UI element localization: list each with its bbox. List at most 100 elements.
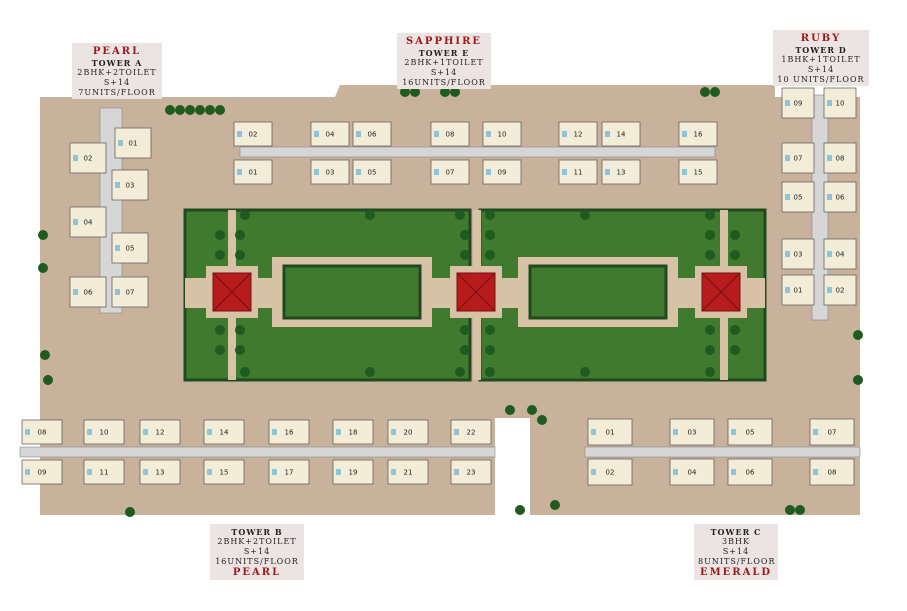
balcony [314,169,319,175]
tree [730,230,740,240]
tree [705,367,715,377]
balcony [785,100,790,106]
tree [43,375,53,385]
tree [485,345,495,355]
balcony [336,469,341,475]
balcony [25,429,30,435]
unit: 02 [823,274,857,306]
unit-number: 12 [574,131,583,139]
unit-number: 04 [836,251,845,259]
tree [785,505,795,515]
unit-number: 04 [84,219,93,227]
tree [38,230,48,240]
tree [853,375,863,385]
unit-number: 18 [349,429,358,437]
tower-c-title: TOWER C [710,527,762,537]
unit: 04 [310,121,350,147]
unit: 07 [781,142,815,174]
unit-number: 05 [746,429,755,437]
tree [580,210,590,220]
balcony [591,429,596,435]
unit-number: 08 [828,469,837,477]
unit: 11 [558,159,598,185]
unit-block [558,159,598,185]
balcony [434,169,439,175]
label-tower-b: TOWER B 2BHK+2TOILET S+14 16UNITS/FLOOR … [210,524,304,580]
balcony [827,155,832,161]
tree [455,367,465,377]
unit-number: 02 [606,469,615,477]
unit: 02 [233,121,273,147]
tree [460,325,470,335]
tree [185,105,195,115]
unit: 23 [450,459,492,485]
unit: 18 [332,419,374,445]
tree [730,250,740,260]
unit-number: 08 [446,131,455,139]
unit-number: 07 [446,169,455,177]
inner-lawn [282,264,422,320]
tree [485,250,495,260]
balcony [562,131,567,137]
unit: 04 [669,458,715,486]
tree [485,325,495,335]
balcony [673,429,678,435]
unit: 09 [781,87,815,119]
unit: 06 [727,458,773,486]
unit: 17 [268,459,310,485]
unit: 04 [69,206,107,238]
unit: 20 [387,419,429,445]
tree [125,507,135,517]
tree [705,250,715,260]
label-tower-a: PEARL TOWER A 2BHK+2TOILET S+14 7UNITS/F… [72,43,162,99]
unit-number: 14 [220,429,229,437]
corridor [584,446,861,458]
balcony [785,194,790,200]
unit: 03 [669,418,715,446]
balcony [272,469,277,475]
unit: 13 [601,159,641,185]
tree [450,87,460,97]
unit-number: 17 [285,469,294,477]
unit: 01 [233,159,273,185]
balcony [827,194,832,200]
tower-b-name: PEARL [232,567,282,578]
balcony [115,245,120,251]
unit-block [203,459,245,485]
tower-c-units: 8UNITS/FLOOR [698,557,776,566]
tree [853,330,863,340]
unit: 10 [482,121,522,147]
unit-number: 16 [694,131,703,139]
unit: 06 [823,181,857,213]
unit-number: 06 [746,469,755,477]
unit-block [352,121,392,147]
tower-a-name: PEARL [92,46,142,57]
tree [730,345,740,355]
tree [460,345,470,355]
balcony [391,469,396,475]
balcony [336,429,341,435]
balcony [115,182,120,188]
tree [455,210,465,220]
balcony [785,155,790,161]
tree [235,325,245,335]
tree [235,345,245,355]
tree [410,87,420,97]
unit: 09 [21,459,63,485]
unit: 03 [310,159,350,185]
tree [38,263,48,273]
label-tower-c: TOWER C 3BHK S+14 8UNITS/FLOOR EMERALD [694,524,778,580]
tower-c-config: 3BHK [722,537,750,546]
balcony [73,289,78,295]
unit-number: 01 [606,429,615,437]
unit: 04 [823,238,857,270]
tower-d-units: 10 UNITS/FLOOR [777,75,865,84]
balcony [827,287,832,293]
unit: 16 [268,419,310,445]
unit-number: 09 [498,169,507,177]
balcony [813,429,818,435]
balcony [143,469,148,475]
balcony [25,469,30,475]
tower-e-name: SAPPHIRE [405,36,483,47]
